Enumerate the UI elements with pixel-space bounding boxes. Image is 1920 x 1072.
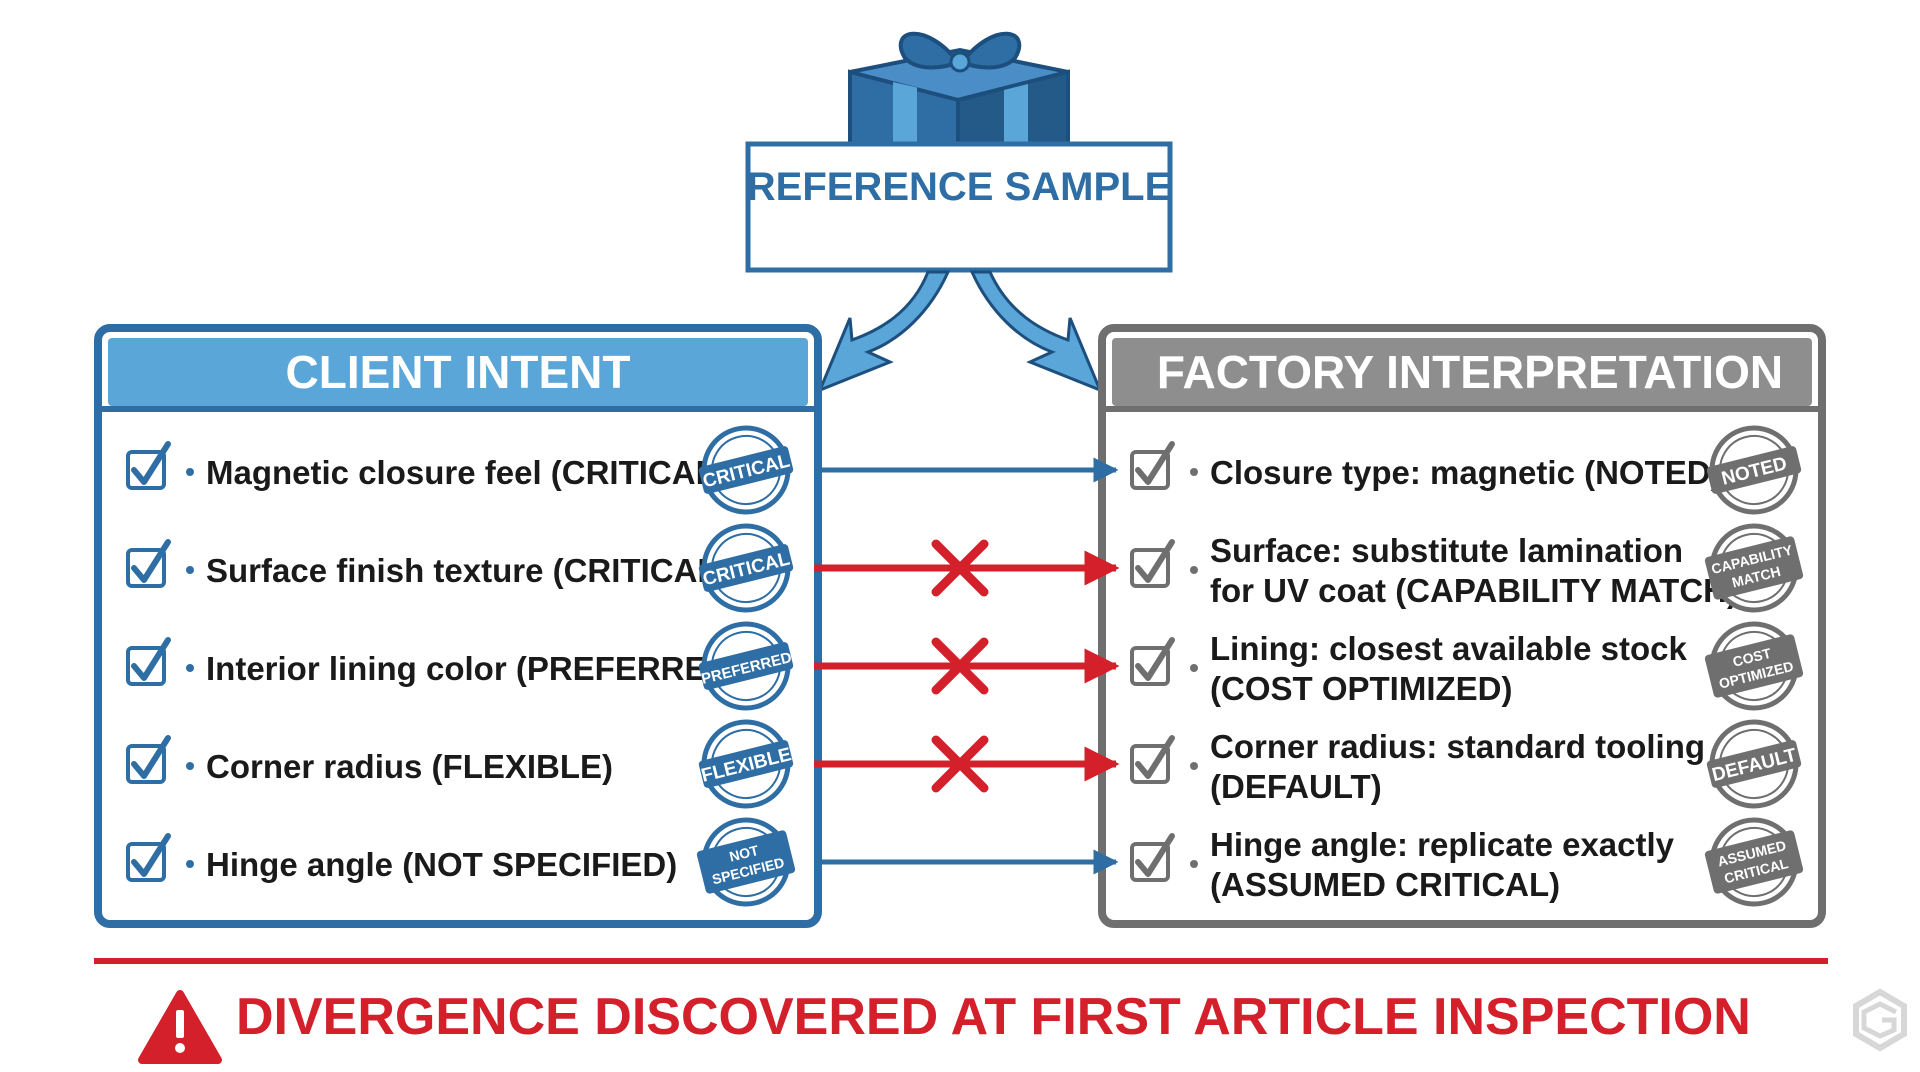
footer-warning-text: DIVERGENCE DISCOVERED AT FIRST ARTICLE I… [236, 988, 1751, 1046]
factory-interpretation-row: Lining: closest available stock(COST OPT… [1130, 621, 1804, 711]
stamp-badge: CRITICAL [698, 523, 794, 613]
client-intent-item: Magnetic closure feel (CRITICAL) [206, 454, 727, 491]
client-intent-item: Surface finish texture (CRITICAL) [206, 552, 729, 589]
factory-interpretation-row: Closure type: magnetic (NOTED)NOTED [1130, 425, 1802, 515]
factory-interpretation-item: Corner radius: standard tooling [1210, 728, 1705, 765]
factory-interpretation-item: (ASSUMED CRITICAL) [1210, 866, 1560, 903]
factory-interpretation-row: Hinge angle: replicate exactly(ASSUMED C… [1130, 817, 1804, 907]
reference-sample-label: REFERENCE SAMPLE [747, 165, 1172, 209]
checkbox-checked-icon [1130, 735, 1198, 784]
split-arrows [817, 270, 1103, 393]
checkbox-checked-icon [126, 833, 194, 882]
client-intent-title: CLIENT INTENT [286, 346, 631, 398]
stamp-badge: FLEXIBLE [698, 719, 793, 809]
stamp-badge: CRITICAL [698, 425, 794, 515]
factory-interpretation-item: Surface: substitute lamination [1210, 532, 1683, 569]
factory-interpretation-panel: FACTORY INTERPRETATION Closure type: mag… [1098, 324, 1826, 928]
factory-interpretation-row: Corner radius: standard tooling(DEFAULT)… [1130, 719, 1802, 809]
client-intent-item: Corner radius (FLEXIBLE) [206, 748, 613, 785]
checkbox-checked-icon [1130, 539, 1198, 588]
factory-interpretation-item: Closure type: magnetic (NOTED) [1210, 454, 1722, 491]
stamp-label: NOT [728, 842, 761, 865]
client-intent-panel: CLIENT INTENT Magnetic closure feel (CRI… [94, 324, 822, 928]
footer-divider [94, 958, 1828, 964]
connector-arrows [814, 457, 1120, 875]
factory-interpretation-item: (COST OPTIMIZED) [1210, 670, 1512, 707]
stamp-badge: PREFERRED [698, 621, 794, 711]
client-intent-row: Surface finish texture (CRITICAL)CRITICA… [126, 523, 794, 613]
factory-interpretation-item: Lining: closest available stock [1210, 630, 1687, 667]
mismatch-x-icon [931, 539, 989, 597]
checkbox-checked-icon [1130, 637, 1198, 686]
checkbox-checked-icon [126, 735, 194, 784]
client-intent-row: Corner radius (FLEXIBLE) FLEXIBLE [126, 719, 793, 809]
client-intent-item: Hinge angle (NOT SPECIFIED) [206, 846, 677, 883]
checkbox-checked-icon [126, 539, 194, 588]
checkbox-checked-icon [1130, 833, 1198, 882]
arrow-to-client [817, 270, 951, 393]
warning-icon [138, 990, 222, 1064]
arrow-to-factory [969, 270, 1103, 393]
mismatch-x-icon [931, 735, 989, 793]
client-intent-row: Interior lining color (PREFERRED)PREFERR… [126, 621, 794, 711]
mismatch-x-icon [931, 637, 989, 695]
factory-interpretation-item: for UV coat (CAPABILITY MATCH) [1210, 572, 1738, 609]
client-intent-item: Interior lining color (PREFERRED) [206, 650, 741, 687]
stamp-badge: DEFAULT [1706, 719, 1802, 809]
factory-interpretation-item: (DEFAULT) [1210, 768, 1382, 805]
reference-sample-label-box: REFERENCE SAMPLE [745, 141, 1173, 273]
corner-logo-icon [1853, 988, 1907, 1052]
factory-interpretation-title: FACTORY INTERPRETATION [1157, 346, 1783, 398]
client-intent-row: Magnetic closure feel (CRITICAL)CRITICAL [126, 425, 794, 515]
checkbox-checked-icon [126, 637, 194, 686]
factory-interpretation-item: Hinge angle: replicate exactly [1210, 826, 1675, 863]
checkbox-checked-icon [1130, 441, 1198, 490]
stamp-badge: NOTED [1706, 425, 1802, 515]
checkbox-checked-icon [126, 441, 194, 490]
